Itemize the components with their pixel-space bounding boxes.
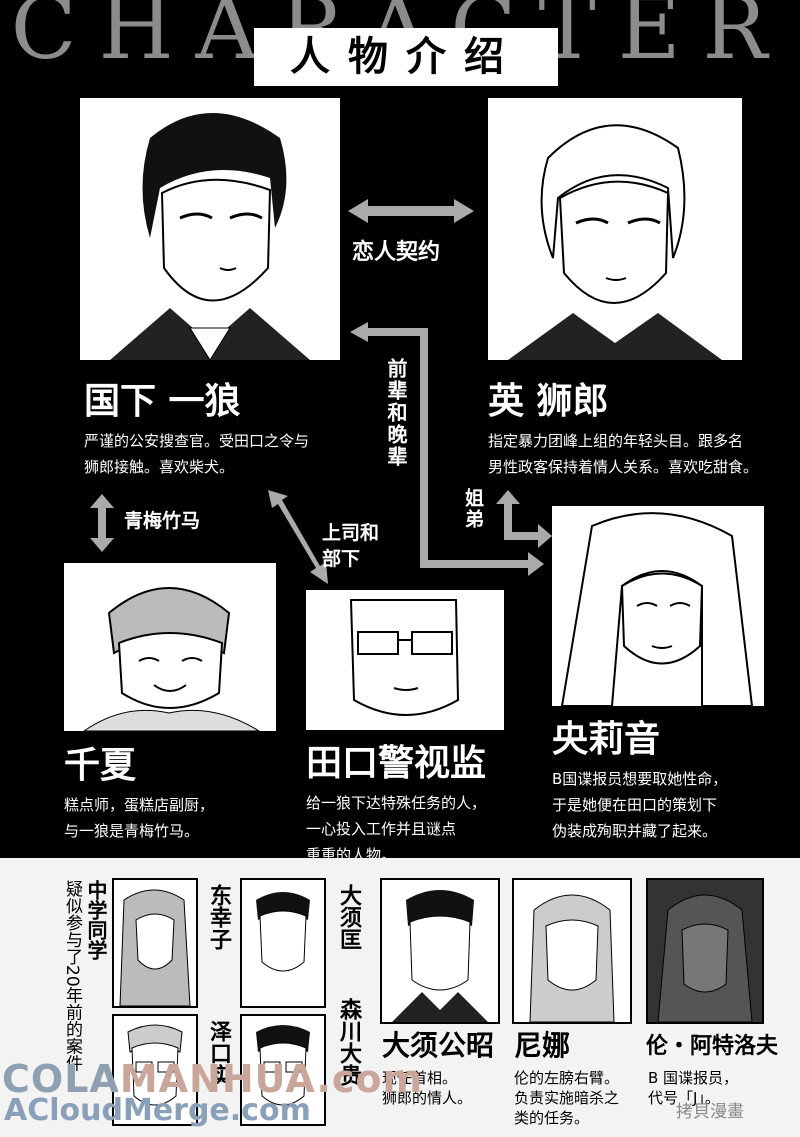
- name-morikawa: 森川大贵: [336, 998, 361, 1086]
- lovers-arrow: [348, 199, 474, 223]
- desc-line: 指定暴力团峰上组的年轻头目。跟多名: [488, 432, 744, 450]
- name-higashi: 东幸子: [206, 884, 231, 950]
- name-kunishita: 国下 一狼: [84, 381, 241, 422]
- watermark-copymanga: 拷貝漫畫: [676, 1102, 744, 1122]
- portrait-kunishita: [80, 98, 340, 360]
- watermark-part: COLA: [2, 1057, 120, 1101]
- desc-line: 与一狼是青梅竹马。: [64, 822, 200, 840]
- character-intro-title: 人物介绍: [254, 28, 558, 86]
- siblings-arrow: [496, 490, 552, 548]
- watermark-acloudmerge: ACloudMerge.com: [4, 1093, 311, 1128]
- childhood-arrow: [90, 494, 114, 552]
- boss-arrow: [268, 490, 328, 584]
- desc-line: 伦的左膀右臂。: [514, 1069, 620, 1087]
- desc-nina: 伦的左膀右臂。 负责实施暗杀之 类的任务。: [514, 1068, 619, 1128]
- name-taguchi: 田口警视监: [306, 743, 487, 784]
- portrait-ren: [646, 878, 764, 1024]
- portrait-hanabusa: [488, 98, 742, 360]
- siblings-label: 姐弟: [462, 488, 484, 530]
- name-sawaguchi: 泽口实: [206, 1020, 231, 1086]
- desc-line: 给一狼下达特殊任务的人，: [306, 794, 487, 812]
- desc-line: 代号「J」。: [648, 1089, 720, 1107]
- desc-ren: B 国谍报员， 代号「J」。: [648, 1068, 738, 1108]
- watermark-part: MANHUA.com: [119, 1057, 424, 1101]
- desc-line: B 国谍报员，: [648, 1069, 739, 1087]
- portrait-sawaguchi: [112, 1014, 198, 1126]
- portrait-osu-tadashi: [240, 878, 326, 1008]
- desc-line: 狮郎接触。喜欢柴犬。: [84, 458, 235, 476]
- boss-label-2: 部下: [322, 548, 361, 570]
- classmates-subheading: 疑似参与了20年前的案件: [62, 880, 82, 1072]
- desc-line: 严谨的公安搜查官。受田口之令与: [84, 432, 310, 450]
- desc-hanabusa: 指定暴力团峰上组的年轻头目。跟多名 男性政客保持着情人关系。喜欢吃甜食。: [488, 428, 758, 480]
- name-hanabusa: 英 狮郎: [488, 381, 609, 422]
- childhood-label: 青梅竹马: [124, 510, 201, 532]
- desc-line: 负责实施暗杀之: [514, 1089, 620, 1107]
- boss-label-1: 上司和: [322, 522, 380, 544]
- name-osu-kimiaki: 大须公昭: [382, 1029, 495, 1062]
- portrait-ourine: [552, 506, 764, 706]
- desc-line: 糕点师，蛋糕店副厨，: [64, 796, 215, 814]
- desc-line: 一心投入工作并且谜点: [306, 820, 457, 838]
- name-chika: 千夏: [64, 745, 137, 786]
- portrait-higashi: [112, 878, 198, 1008]
- portrait-chika: [64, 563, 276, 731]
- portrait-morikawa: [240, 1014, 326, 1126]
- desc-line: 类的任务。: [514, 1109, 590, 1127]
- desc-line: B国谍报员想要取她性命，: [552, 770, 728, 788]
- name-nina: 尼娜: [514, 1029, 571, 1062]
- desc-line: 狮郎的情人。: [382, 1089, 473, 1107]
- desc-chika: 糕点师，蛋糕店副厨， 与一狼是青梅竹马。: [64, 792, 214, 844]
- main-panel: CHARACTER 人物介绍: [10, 0, 768, 864]
- name-ourine: 央莉音: [552, 719, 661, 760]
- portrait-taguchi: [306, 590, 504, 730]
- desc-osu-kimiaki: 现任首相。 狮郎的情人。: [382, 1068, 472, 1108]
- watermark-colamanhua: COLAMANHUA.com: [2, 1060, 423, 1098]
- lovers-label: 恋人契约: [352, 240, 441, 265]
- supporting-panel: 中学同学 疑似参与了20年前的案件 东幸子 大须匡 泽口实: [0, 858, 800, 1137]
- name-ren: 伦・阿特洛夫: [646, 1034, 779, 1059]
- classmates-heading: 中学同学: [84, 880, 108, 960]
- desc-line: 于是她便在田口的策划下: [552, 796, 718, 814]
- desc-line: 伪装成殉职并藏了起来。: [552, 822, 718, 840]
- portrait-osu-kimiaki: [380, 878, 500, 1024]
- portrait-nina: [512, 878, 632, 1024]
- desc-taguchi: 给一狼下达特殊任务的人， 一心投入工作并且谜点 重重的人物。: [306, 790, 486, 868]
- name-osu-tadashi: 大须匡: [336, 884, 361, 950]
- desc-line: 现任首相。: [382, 1069, 458, 1087]
- desc-line: 男性政客保持着情人关系。喜欢吃甜食。: [488, 458, 759, 476]
- senior-label: 前辈和晚辈: [384, 358, 408, 468]
- desc-ourine: B国谍报员想要取她性命， 于是她便在田口的策划下 伪装成殉职并藏了起来。: [552, 766, 727, 844]
- desc-kunishita: 严谨的公安搜查官。受田口之令与 狮郎接触。喜欢柴犬。: [84, 428, 309, 480]
